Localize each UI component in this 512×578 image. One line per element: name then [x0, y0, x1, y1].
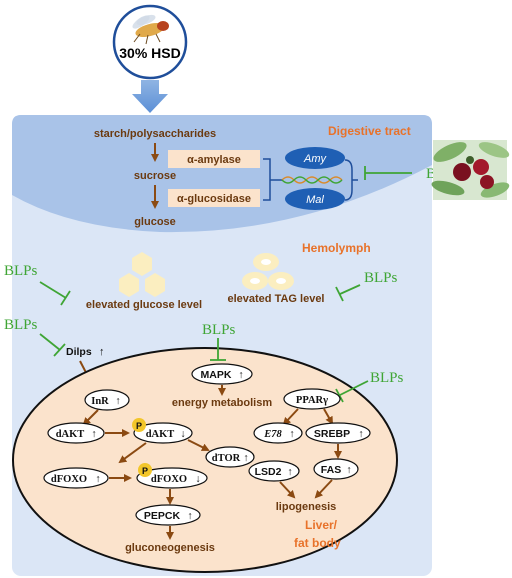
blps-label-dilps: BLPs: [4, 317, 38, 333]
arrow-pdakt-dtor: [187, 439, 210, 451]
inhibit-bar-ppar: [335, 388, 344, 403]
e78-up-arrow: ↑: [289, 429, 294, 440]
lsd2-label: LSD2: [255, 466, 282, 478]
dilps-up-arrow: ↑: [99, 346, 105, 358]
tag-droplets: [242, 253, 294, 290]
phospho-p-label-2: P: [142, 466, 148, 476]
berry-photo: [431, 140, 510, 200]
fas-up-arrow: ↑: [346, 464, 351, 476]
hemolymph-title: Hemolymph: [302, 241, 371, 255]
node-dfoxo: dFOXO ↑: [43, 467, 109, 489]
dtor-label: dTOR: [212, 453, 241, 464]
arrow-pdakt-dfoxo: [118, 442, 147, 464]
enzyme-bracket: [263, 158, 282, 201]
node-ppar: PPARγ: [283, 388, 341, 410]
amy-label: Amy: [303, 153, 328, 165]
lsd2-up-arrow: ↑: [287, 466, 292, 478]
mal-label: Mal: [306, 194, 324, 206]
tissue-label-2: fat body: [294, 536, 341, 550]
node-p-dakt: P dAKT ↓: [132, 418, 193, 444]
p-dfoxo-down-arrow: ↓: [195, 474, 200, 485]
node-lsd2: LSD2 ↑: [248, 460, 300, 482]
dfoxo-up-arrow: ↑: [95, 474, 100, 485]
gene-bracket: [344, 159, 358, 201]
srebp-label: SREBP: [314, 428, 350, 440]
inhibit-bar-dilps: [53, 343, 66, 357]
arrow-inr-dakt: [82, 409, 99, 426]
glucose-label: glucose: [134, 216, 176, 228]
node-mapk: MAPK ↑: [191, 363, 253, 385]
digestive-tract-title: Digestive tract: [328, 124, 411, 138]
node-p-dfoxo: P dFOXO ↓: [136, 463, 208, 489]
inr-up-arrow: ↑: [115, 396, 120, 407]
inhibit-line-glucose: [39, 281, 67, 299]
p-dakt-down-arrow: ↓: [180, 429, 185, 440]
phospho-p-label: P: [136, 421, 142, 431]
mapk-label: MAPK: [201, 369, 232, 381]
arrow-ppar-e78: [282, 408, 299, 426]
blps-label-ppar: BLPs: [370, 370, 404, 386]
inhibit-line-dilps: [39, 333, 61, 351]
inr-label: InR: [91, 396, 109, 407]
amy-gene-oval: [285, 147, 345, 169]
pepck-label: PEPCK: [144, 510, 181, 522]
e78-label: E78: [263, 429, 282, 440]
node-e78: E78 ↑: [253, 422, 303, 444]
inhibit-bar-tag: [335, 286, 344, 302]
node-dakt: dAKT ↑: [47, 422, 105, 444]
amylase-label: α-amylase: [187, 154, 241, 166]
tag-level-label: elevated TAG level: [227, 293, 324, 305]
blps-label-mapk: BLPs: [202, 322, 236, 338]
arrow-fas-lipo: [314, 479, 333, 499]
glucose-hexagons: [119, 252, 165, 297]
node-pepck: PEPCK ↑: [135, 504, 201, 526]
dakt-up-arrow: ↑: [91, 429, 96, 440]
inhibit-bar-glucose: [60, 290, 71, 306]
mapk-up-arrow: ↑: [238, 369, 243, 381]
arrow-ppar-srebp: [323, 408, 333, 425]
gluconeogenesis-label: gluconeogenesis: [125, 542, 215, 554]
phospho-p-badge-2: [138, 463, 152, 477]
fly-icon: [132, 14, 169, 45]
glucosidase-label: α-glucosidase: [177, 193, 251, 205]
inhibit-line-tag: [339, 284, 361, 295]
glucosidase-box: [168, 189, 260, 207]
arrow-lsd2-lipo: [279, 481, 296, 499]
sucrose-label: sucrose: [134, 170, 176, 182]
starch-label: starch/polysaccharides: [94, 128, 216, 140]
fas-label: FAS: [321, 464, 341, 476]
p-dfoxo-label: dFOXO: [151, 474, 187, 485]
dilps-label: Dilps: [66, 346, 92, 358]
pepck-up-arrow: ↑: [187, 510, 192, 522]
dfoxo-label: dFOXO: [51, 474, 87, 485]
blps-label-tag: BLPs: [364, 270, 398, 286]
dna-icon: [281, 176, 343, 184]
inhibit-line-ppar: [339, 380, 369, 396]
glucose-level-label: elevated glucose level: [86, 299, 202, 311]
ppar-label: PPARγ: [296, 395, 328, 406]
diet-label: 30% HSD: [119, 45, 180, 61]
mal-gene-oval: [285, 188, 345, 210]
dakt-label: dAKT: [56, 429, 85, 440]
amylase-box: [168, 150, 260, 168]
lipogenesis-label: lipogenesis: [276, 501, 337, 513]
phospho-p-badge: [132, 418, 146, 432]
p-dakt-label: dAKT: [146, 429, 175, 440]
big-down-arrow: [132, 80, 168, 113]
blps-label-glucose: BLPs: [4, 263, 38, 279]
node-dtor: dTOR ↑: [205, 446, 255, 468]
srebp-up-arrow: ↑: [358, 428, 363, 440]
node-fas: FAS ↑: [313, 458, 359, 480]
node-srebp: SREBP ↑: [305, 422, 371, 444]
energy-metabolism-label: energy metabolism: [172, 397, 272, 409]
diet-node: 30% HSD: [112, 4, 188, 80]
node-inr: InR ↑: [84, 389, 130, 411]
tissue-label-1: Liver/: [305, 518, 338, 532]
dtor-up-arrow: ↑: [243, 453, 248, 464]
